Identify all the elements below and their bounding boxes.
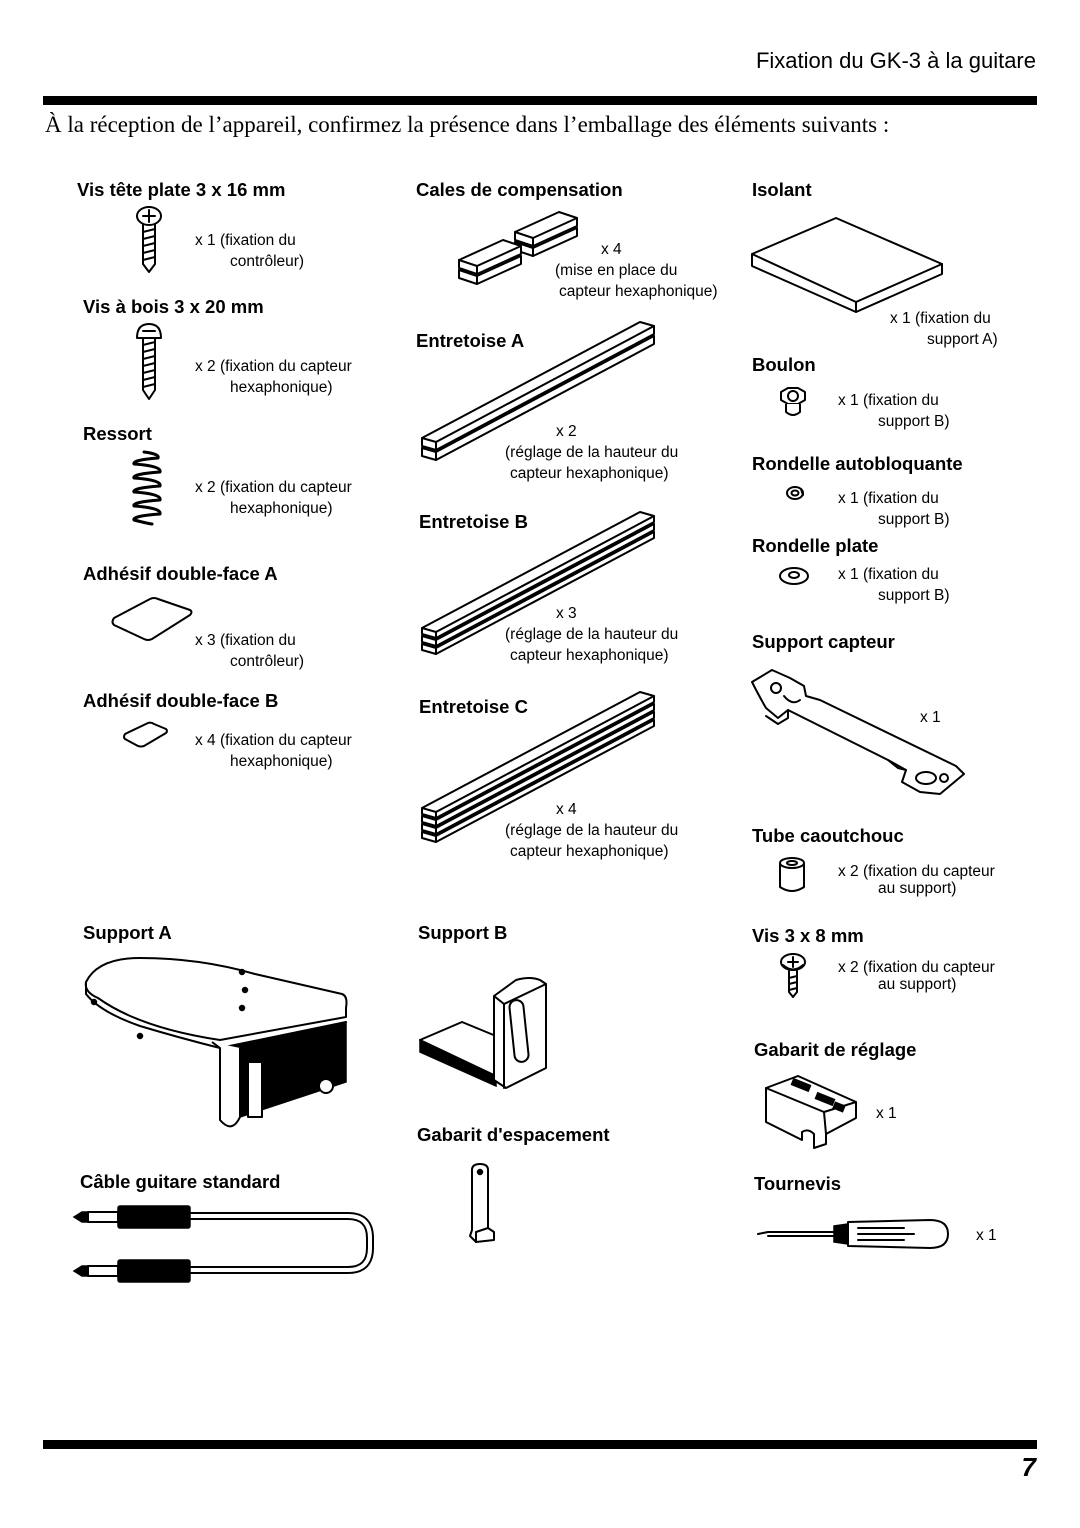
- qty-rondelle-plate: x 1 (fixation du support B): [838, 566, 950, 604]
- item-title-isolant: Isolant: [752, 179, 812, 200]
- footer-rule: [43, 1440, 1037, 1449]
- qty-entretoise-c: x 4 (réglage de la hauteur du capteur he…: [505, 801, 679, 860]
- spacer-b-icon: [421, 511, 655, 655]
- qty-isolant: x 1 (fixation du support A): [890, 310, 998, 348]
- qty-rondelle-auto: x 1 (fixation du support B): [838, 490, 950, 528]
- item-title-boulon: Boulon: [752, 354, 816, 375]
- section-title: Fixation du GK-3 à la guitare: [755, 48, 1036, 73]
- spring-icon: [132, 450, 162, 526]
- screwdriver-icon: [757, 1219, 949, 1249]
- item-title-entretoise-a: Entretoise A: [416, 330, 525, 351]
- wood-screw-icon: [136, 323, 162, 400]
- item-title-tournevis: Tournevis: [754, 1173, 842, 1194]
- lock-washer-icon: [786, 486, 804, 500]
- item-title-rondelle-auto: Rondelle autobloquante: [752, 453, 963, 474]
- item-title-support-b: Support B: [418, 922, 508, 943]
- qty-boulon: x 1 (fixation du support B): [838, 392, 950, 430]
- qty-entretoise-b: x 3 (réglage de la hauteur du capteur he…: [505, 605, 679, 664]
- bolt-icon: [780, 387, 806, 416]
- pickup-bracket-icon: [751, 669, 965, 795]
- adhesive-pad-a-icon: [111, 597, 193, 641]
- item-title-vis-tete-plate: Vis tête plate 3 x 16 mm: [77, 179, 286, 200]
- adjustment-gauge-icon: [765, 1075, 857, 1149]
- item-title-adhesif-b: Adhésif double-face B: [83, 690, 279, 711]
- insulator-pad-icon: [751, 217, 943, 313]
- intro-text: À la réception de l’appareil, confirmez …: [45, 112, 890, 137]
- spacer-c-icon: [421, 691, 655, 843]
- qty-cales: x 4 (mise en place du capteur hexaphoniq…: [555, 241, 718, 300]
- item-title-vis-3x8: Vis 3 x 8 mm: [752, 925, 864, 946]
- qty-tournevis: x 1: [976, 1227, 997, 1244]
- adhesive-pad-b-icon: [123, 721, 168, 748]
- header-rule: [43, 96, 1037, 105]
- flat-head-screw-icon: [136, 206, 162, 273]
- qty-vis-bois: x 2 (fixation du capteur hexaphonique): [195, 358, 352, 396]
- qty-adhesif-a: x 3 (fixation du contrôleur): [195, 632, 305, 670]
- qty-vis-3x8: x 2 (fixation du capteur au support): [838, 959, 995, 993]
- item-title-cales: Cales de compensation: [416, 179, 623, 200]
- item-title-support-a: Support A: [83, 922, 172, 943]
- guitar-cable-icon: [72, 1205, 374, 1283]
- spacer-a-icon: [421, 321, 655, 461]
- item-title-cable: Câble guitare standard: [80, 1171, 281, 1192]
- flat-washer-icon: [779, 567, 809, 585]
- item-title-ressort: Ressort: [83, 423, 152, 444]
- item-title-adhesif-a: Adhésif double-face A: [83, 563, 278, 584]
- item-title-support-capteur: Support capteur: [752, 631, 895, 652]
- item-title-entretoise-c: Entretoise C: [419, 696, 528, 717]
- support-a-bracket-icon: [84, 957, 348, 1128]
- qty-vis-tete-plate: x 1 (fixation du contrôleur): [195, 232, 305, 270]
- small-screw-icon: [780, 953, 806, 998]
- item-title-rondelle-plate: Rondelle plate: [752, 535, 879, 556]
- spacing-gauge-icon: [469, 1163, 495, 1243]
- shims-icon: [458, 211, 578, 285]
- qty-tube: x 2 (fixation du capteur au support): [838, 863, 995, 897]
- qty-gabarit-reglage: x 1: [876, 1105, 897, 1122]
- support-b-bracket-icon: [419, 977, 547, 1089]
- qty-entretoise-a: x 2 (réglage de la hauteur du capteur he…: [505, 423, 679, 482]
- item-title-tube: Tube caoutchouc: [752, 825, 904, 846]
- qty-ressort: x 2 (fixation du capteur hexaphonique): [195, 479, 352, 517]
- rubber-tube-icon: [779, 857, 805, 892]
- page-number: 7: [1021, 1452, 1036, 1482]
- item-title-entretoise-b: Entretoise B: [419, 511, 528, 532]
- qty-adhesif-b: x 4 (fixation du capteur hexaphonique): [195, 732, 352, 770]
- item-title-gabarit-reglage: Gabarit de réglage: [754, 1039, 917, 1060]
- item-title-gabarit-espacement: Gabarit d'espacement: [417, 1124, 610, 1145]
- item-title-vis-bois: Vis à bois 3 x 20 mm: [83, 296, 264, 317]
- qty-support-capteur: x 1: [920, 709, 941, 726]
